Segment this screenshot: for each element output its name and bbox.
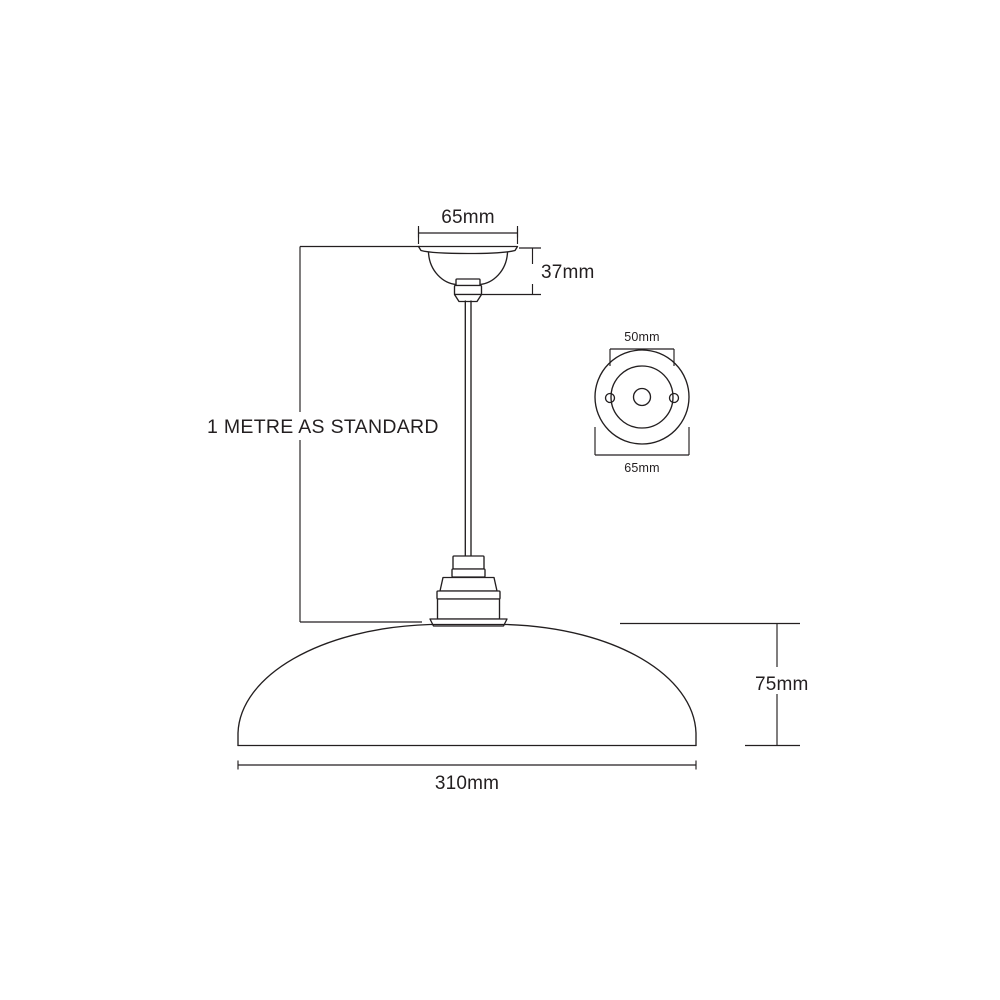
dimension-label-310mm: 310mm [435,773,499,794]
pendant-elevation-view [237,245,697,747]
cord-grip-mid-ring [453,284,483,296]
rose-screw-hole-right [668,392,680,404]
dimension-label-37mm: 37mm [541,262,595,283]
ceiling-cup-bowl-right [478,251,509,286]
ceiling-cup [417,245,519,303]
dimension-shade-height: 75mm [620,622,809,747]
dimension-rose-outer-diameter: 65mm [594,427,690,475]
ceiling-cup-plate [417,245,519,255]
suspension-cord [464,300,472,557]
rose-screw-hole-left [604,392,616,404]
lampholder-mid-band [436,590,501,600]
dimension-label-65mm-cup: 65mm [441,207,495,228]
cord-grip-lower-cone [453,293,483,303]
rose-inner-circle [610,365,674,429]
rose-centre-hole [632,387,652,407]
cord-grip-top-ring [455,278,481,287]
lamp-shade [237,623,697,747]
lampholder-assembly [429,555,508,627]
lampholder-body [436,598,501,620]
dimension-label-drop-length: 1 METRE AS STANDARD [207,416,439,438]
dimension-ceiling-cup-width: 65mm [417,207,519,244]
dimension-shade-diameter: 310mm [237,760,697,794]
dimension-drop-length: 1 METRE AS STANDARD [207,245,439,623]
ceiling-cup-bowl-left [427,251,458,286]
dimension-ceiling-cup-height: 37mm [481,247,595,296]
dimension-rose-inner-diameter: 50mm [609,330,675,366]
dimension-label-50mm: 50mm [624,330,660,344]
dimension-label-65mm-rose: 65mm [624,461,660,475]
ceiling-rose-plan-view: 50mm 65mm [594,330,690,475]
lampholder-top-collar [452,555,485,570]
lampholder-shoulder [439,576,498,592]
dimension-label-75mm: 75mm [755,674,809,695]
rose-outer-circle [594,349,690,445]
shade-outer-profile [237,623,697,747]
lampholder-ring [451,568,486,578]
